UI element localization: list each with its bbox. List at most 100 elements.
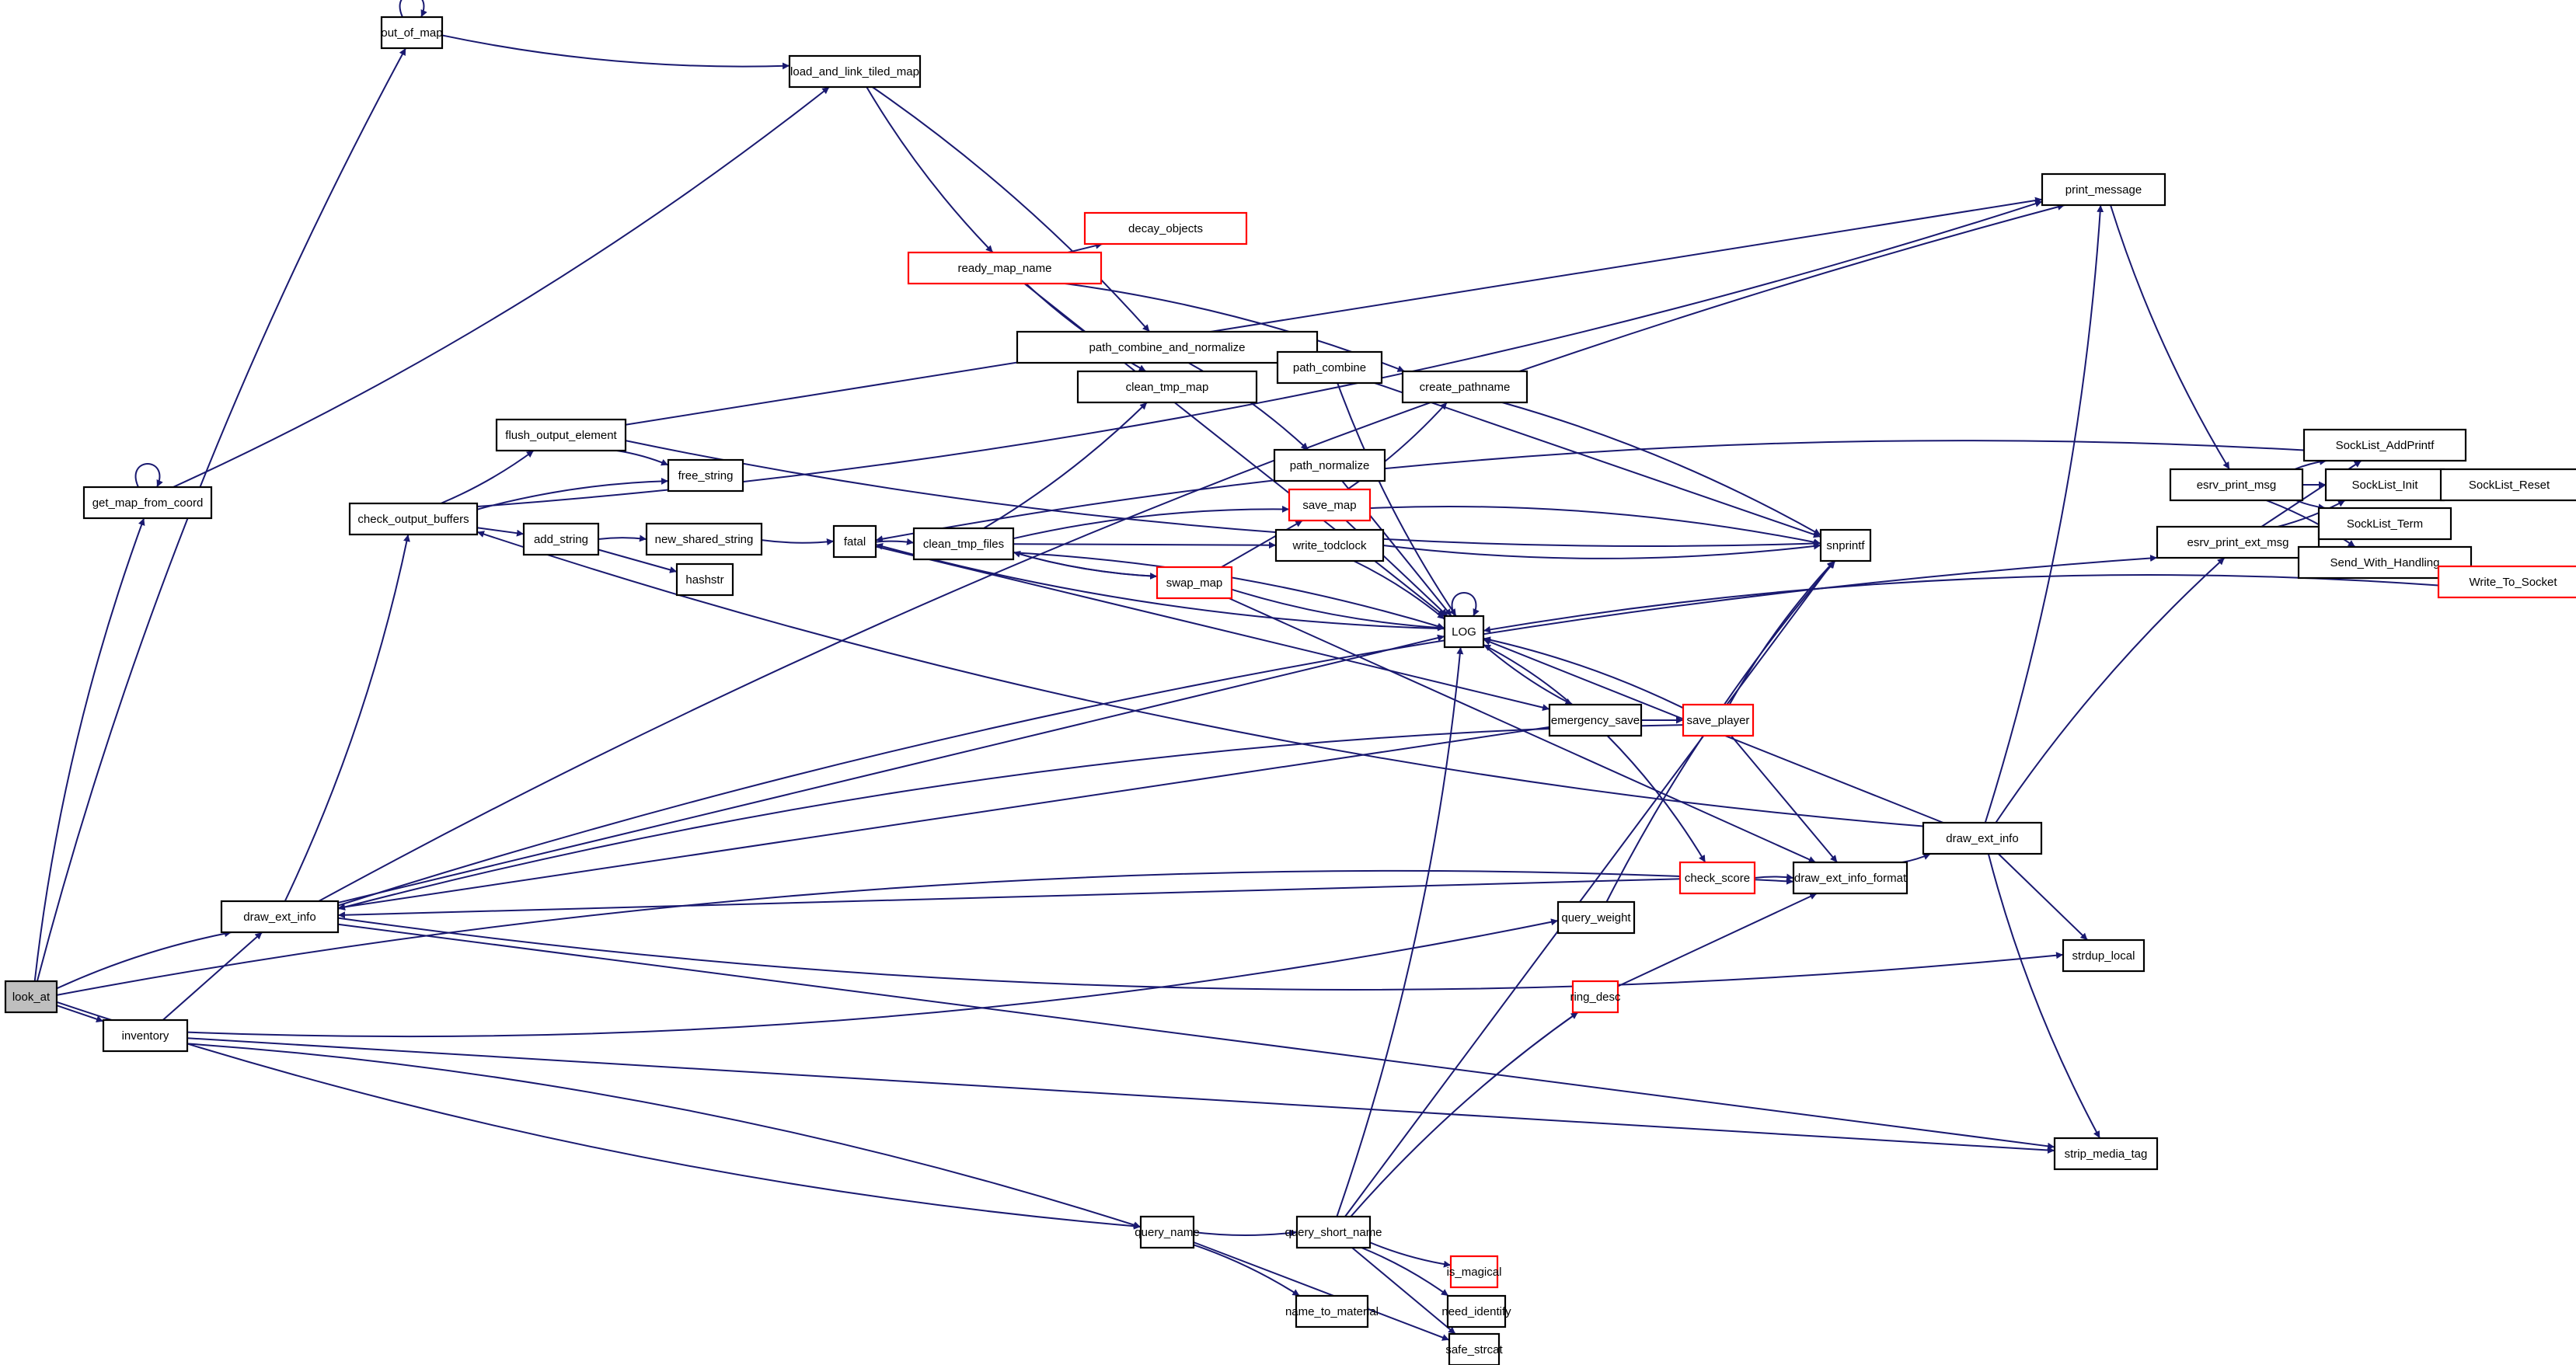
node-write-todclock[interactable]: write_todclock xyxy=(1274,528,1385,562)
node-socklist-reset[interactable]: SockList_Reset xyxy=(2439,468,2576,502)
node-log[interactable]: LOG xyxy=(1443,615,1485,649)
node-query-short-name[interactable]: query_short_name xyxy=(1285,1215,1382,1249)
node-get-map-from-coord[interactable]: get_map_from_coord xyxy=(82,486,213,520)
node-box[interactable] xyxy=(1273,448,1386,482)
node-check-score[interactable]: check_score xyxy=(1678,861,1756,895)
node-box[interactable] xyxy=(1288,488,1372,522)
node-box[interactable] xyxy=(2053,1137,2159,1171)
node-path-combine[interactable]: path_combine xyxy=(1276,350,1383,385)
node-label: query_weight xyxy=(1561,911,1631,925)
node-strip-media-tag[interactable]: strip_media_tag xyxy=(2053,1137,2159,1171)
node-look-at[interactable]: look_at xyxy=(4,980,58,1014)
node-swap-map[interactable]: swap_map xyxy=(1156,566,1233,600)
node-box[interactable] xyxy=(832,524,877,559)
node-esrv-print-ext-msg[interactable]: esrv_print_ext_msg xyxy=(2156,525,2320,559)
node-free-string[interactable]: free_string xyxy=(667,458,744,493)
node-box[interactable] xyxy=(1139,1215,1195,1249)
node-box[interactable] xyxy=(1274,528,1385,562)
node-draw-ext-info-r[interactable]: draw_ext_info xyxy=(1922,821,2043,855)
node-box[interactable] xyxy=(1922,821,2043,855)
node-draw-ext-info-format[interactable]: draw_ext_info_format xyxy=(1792,861,1908,895)
node-path-normalize[interactable]: path_normalize xyxy=(1273,448,1386,482)
node-box[interactable] xyxy=(1083,211,1248,245)
node-check-output-buffers[interactable]: check_output_buffers xyxy=(348,502,479,536)
node-ring-desc[interactable]: ring_desc xyxy=(1570,980,1621,1014)
node-esrv-print-msg[interactable]: esrv_print_msg xyxy=(2169,468,2304,502)
node-box[interactable] xyxy=(1401,370,1529,404)
node-strdup-local[interactable]: strdup_local xyxy=(2062,938,2146,973)
node-box[interactable] xyxy=(907,251,1103,285)
node-socklist-term[interactable]: SockList_Term xyxy=(2317,507,2452,541)
node-flush-output-element[interactable]: flush_output_element xyxy=(495,418,627,452)
node-save-player[interactable]: save_player xyxy=(1682,703,1755,737)
node-box[interactable] xyxy=(348,502,479,536)
node-draw-ext-info-l[interactable]: draw_ext_info xyxy=(220,900,340,934)
node-box[interactable] xyxy=(1449,1255,1499,1289)
node-box[interactable] xyxy=(2169,468,2304,502)
node-load-and-link-tiled-map[interactable]: load_and_link_tiled_map xyxy=(788,54,922,89)
node-out-of-map[interactable]: out_of_map xyxy=(380,16,444,50)
node-box[interactable] xyxy=(1156,566,1233,600)
node-path-combine-and-normalize[interactable]: path_combine_and_normalize xyxy=(1016,330,1319,364)
node-write-to-socket[interactable]: Write_To_Socket xyxy=(2437,565,2576,599)
node-box[interactable] xyxy=(1682,703,1755,737)
node-socklist-init[interactable]: SockList_Init xyxy=(2324,468,2445,502)
node-need-identify[interactable]: need_identify xyxy=(1441,1294,1511,1328)
node-query-name[interactable]: query_name xyxy=(1135,1215,1200,1249)
node-inventory[interactable]: inventory xyxy=(102,1019,189,1053)
node-box[interactable] xyxy=(82,486,213,520)
node-socklist-addprintf[interactable]: SockList_AddPrintf xyxy=(2302,428,2467,462)
node-box[interactable] xyxy=(667,458,744,493)
node-box[interactable] xyxy=(522,522,600,556)
node-box[interactable] xyxy=(1571,980,1619,1014)
node-snprintf[interactable]: snprintf xyxy=(1819,528,1872,562)
node-box[interactable] xyxy=(1556,900,1636,935)
node-box[interactable] xyxy=(102,1019,189,1053)
edge-ring_desc-to-draw_ext_info_format xyxy=(1617,893,1818,987)
node-box[interactable] xyxy=(2041,172,2166,207)
node-box[interactable] xyxy=(2437,565,2576,599)
node-box[interactable] xyxy=(220,900,340,934)
node-box[interactable] xyxy=(2439,468,2576,502)
node-box[interactable] xyxy=(1548,703,1643,737)
node-box[interactable] xyxy=(1448,1332,1501,1365)
node-clean-tmp-files[interactable]: clean_tmp_files xyxy=(912,527,1015,561)
node-box[interactable] xyxy=(1016,330,1319,364)
node-box[interactable] xyxy=(788,54,922,89)
node-box[interactable] xyxy=(1792,861,1908,895)
node-new-shared-string[interactable]: new_shared_string xyxy=(645,522,763,556)
node-print-message[interactable]: print_message xyxy=(2041,172,2166,207)
node-fatal[interactable]: fatal xyxy=(832,524,877,559)
node-box[interactable] xyxy=(1076,370,1258,404)
node-box[interactable] xyxy=(2302,428,2467,462)
node-box[interactable] xyxy=(2324,468,2445,502)
node-box[interactable] xyxy=(2156,525,2320,559)
node-hashstr[interactable]: hashstr xyxy=(675,562,734,597)
node-box[interactable] xyxy=(2317,507,2452,541)
node-save-map[interactable]: save_map xyxy=(1288,488,1372,522)
node-add-string[interactable]: add_string xyxy=(522,522,600,556)
node-box[interactable] xyxy=(912,527,1015,561)
node-box[interactable] xyxy=(380,16,444,50)
node-box[interactable] xyxy=(4,980,58,1014)
node-box[interactable] xyxy=(1678,861,1756,895)
node-name-to-material[interactable]: name_to_material xyxy=(1285,1294,1379,1328)
node-box[interactable] xyxy=(1295,1294,1369,1328)
node-safe-strcat[interactable]: safe_strcat xyxy=(1445,1332,1504,1365)
node-create-pathname[interactable]: create_pathname xyxy=(1401,370,1529,404)
node-box[interactable] xyxy=(1446,1294,1507,1328)
node-box[interactable] xyxy=(645,522,763,556)
node-is-magical[interactable]: is_magical xyxy=(1447,1255,1502,1289)
node-query-weight[interactable]: query_weight xyxy=(1556,900,1636,935)
node-box[interactable] xyxy=(1443,615,1485,649)
node-box[interactable] xyxy=(1819,528,1872,562)
node-emergency-save[interactable]: emergency_save xyxy=(1548,703,1643,737)
node-box[interactable] xyxy=(675,562,734,597)
node-box[interactable] xyxy=(1295,1215,1372,1249)
node-ready-map-name[interactable]: ready_map_name xyxy=(907,251,1103,285)
node-clean-tmp-map[interactable]: clean_tmp_map xyxy=(1076,370,1258,404)
node-decay-objects[interactable]: decay_objects xyxy=(1083,211,1248,245)
node-box[interactable] xyxy=(2062,938,2146,973)
node-box[interactable] xyxy=(495,418,627,452)
node-box[interactable] xyxy=(1276,350,1383,385)
